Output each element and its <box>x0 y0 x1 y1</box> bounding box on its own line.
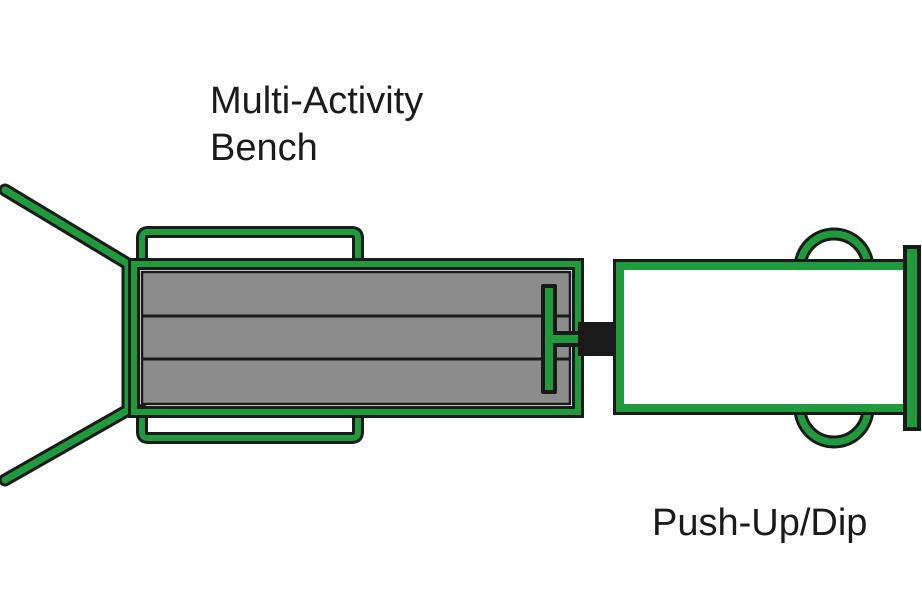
bench-frame <box>128 258 584 418</box>
pushup-frame <box>613 259 917 415</box>
pushup-top-loop <box>793 227 875 275</box>
bench-top-handle <box>136 226 364 270</box>
pushup-end-bar <box>903 245 921 431</box>
bench-bottom-handle <box>136 404 364 444</box>
bench-pad <box>140 270 572 406</box>
pushup-dip-label: Push-Up/Dip <box>652 502 868 544</box>
pushup-bottom-loop <box>793 401 875 449</box>
bench-label-line-1: Multi-Activity <box>210 80 424 122</box>
bench-label-line-2: Bench <box>210 127 318 169</box>
bench-leg-outline <box>0 183 135 487</box>
bench-legs <box>0 183 135 487</box>
t-bracket <box>541 284 581 394</box>
